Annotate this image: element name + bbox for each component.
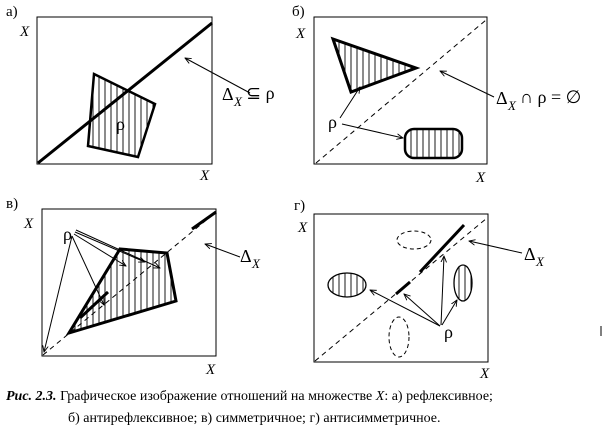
svg-text:X: X [233, 94, 243, 109]
svg-text:Δ: Δ [222, 84, 234, 104]
panel-c-diagonal-end [191, 210, 217, 231]
panel-d-diagonal-segment-2 [395, 280, 411, 296]
figure-caption: Рис. 2.3. Графическое изображение отноше… [6, 386, 600, 430]
panel-b-label: б) [292, 4, 305, 20]
panel-d-hatched-ellipse-left [327, 272, 367, 298]
panel-a-annotation: Δ X ⊆ ρ [222, 83, 275, 109]
panel-b-arrow-to-rect [341, 123, 403, 138]
panel-b-dashed-diagonal [315, 19, 487, 164]
svg-text:∩ ρ = ∅: ∩ ρ = ∅ [520, 87, 581, 107]
panel-c-x-label: X [205, 362, 216, 378]
panel-b-triangle-region [330, 36, 421, 94]
caption-line2: б) антирефлексивное; в) симметричное; г)… [68, 411, 441, 426]
panel-c-rho-symbol: ρ [63, 224, 72, 244]
panel-c-y-label: X [23, 216, 34, 232]
panel-d-diagonal-segment-1 [418, 223, 466, 274]
panel-b-delta-arrow [440, 71, 495, 98]
svg-text:X: X [507, 98, 517, 113]
panel-c-arrow-2 [71, 235, 104, 305]
panel-c-arrow-4 [74, 231, 145, 262]
panel-b-arrow-to-triangle [339, 87, 360, 119]
panel-d-delta-arrow [469, 241, 523, 254]
panel-a-rho-symbol: ρ [116, 114, 125, 134]
panel-c-diagonal-inside [78, 290, 110, 320]
panel-d-arrow-2 [404, 294, 441, 327]
svg-text:Δ: Δ [496, 88, 508, 108]
panel-d-frame [313, 213, 489, 363]
panel-b: б) X ρ X Δ X ∩ ρ = ∅ [292, 4, 581, 186]
panel-c: в) X ρ X Δ X [6, 196, 261, 378]
panel-d-arrow-1 [370, 290, 441, 327]
caption-variable: X [375, 389, 385, 404]
panel-b-y-label: X [295, 26, 306, 42]
caption-line1-end: : а) рефлексивное; [384, 389, 493, 404]
panel-b-x-label: X [475, 170, 486, 186]
panel-a-diagonal [37, 21, 213, 165]
panel-a: а) X ρ X Δ X ⊆ ρ [6, 4, 275, 184]
panel-d-x-label: X [479, 366, 490, 382]
panel-c-arrow-3 [73, 233, 126, 266]
panel-d-arrow-4 [441, 300, 457, 326]
panel-d-hatched-ellipse-right [453, 264, 473, 302]
panel-d-label: г) [294, 198, 305, 214]
panel-c-delta-arrow [205, 244, 241, 258]
panel-b-frame [313, 16, 488, 165]
panel-c-dashed-diagonal [42, 211, 217, 356]
svg-text:Δ: Δ [240, 246, 252, 266]
panel-a-arrow [185, 58, 251, 94]
panel-c-arrow-1 [44, 235, 73, 352]
panel-c-relation-region [65, 247, 178, 336]
panel-d-dashed-ellipse-bottom [388, 316, 410, 358]
panel-d-dashed-ellipse-top [396, 230, 432, 250]
panel-c-arrow-5 [75, 229, 160, 268]
svg-text:Δ: Δ [524, 244, 536, 264]
panel-d-annotation: Δ X [524, 244, 545, 269]
panel-b-rounded-region [403, 127, 464, 160]
panel-c-annotation: Δ X [240, 246, 261, 271]
caption-figure-label: Рис. 2.3. [6, 389, 57, 404]
panel-c-label: в) [6, 196, 18, 212]
panel-d-rho-symbol: ρ [444, 322, 453, 342]
svg-text:X: X [251, 256, 261, 271]
panel-a-frame [36, 16, 213, 165]
panel-b-annotation: Δ X ∩ ρ = ∅ [496, 87, 581, 113]
panel-b-rho-symbol: ρ [328, 112, 337, 132]
panel-d: г) X ρ X Δ X [294, 198, 545, 382]
svg-text:X: X [535, 254, 545, 269]
panel-c-frame [41, 208, 217, 357]
caption-text: Графическое изображение отношений на мно… [60, 389, 373, 404]
panel-a-label: а) [6, 4, 18, 20]
panel-d-y-label: X [297, 220, 308, 236]
panel-a-y-label: X [19, 24, 30, 40]
svg-text:⊆ ρ: ⊆ ρ [246, 83, 275, 103]
panel-d-arrow-3 [440, 256, 444, 326]
panel-a-x-label: X [199, 168, 210, 184]
